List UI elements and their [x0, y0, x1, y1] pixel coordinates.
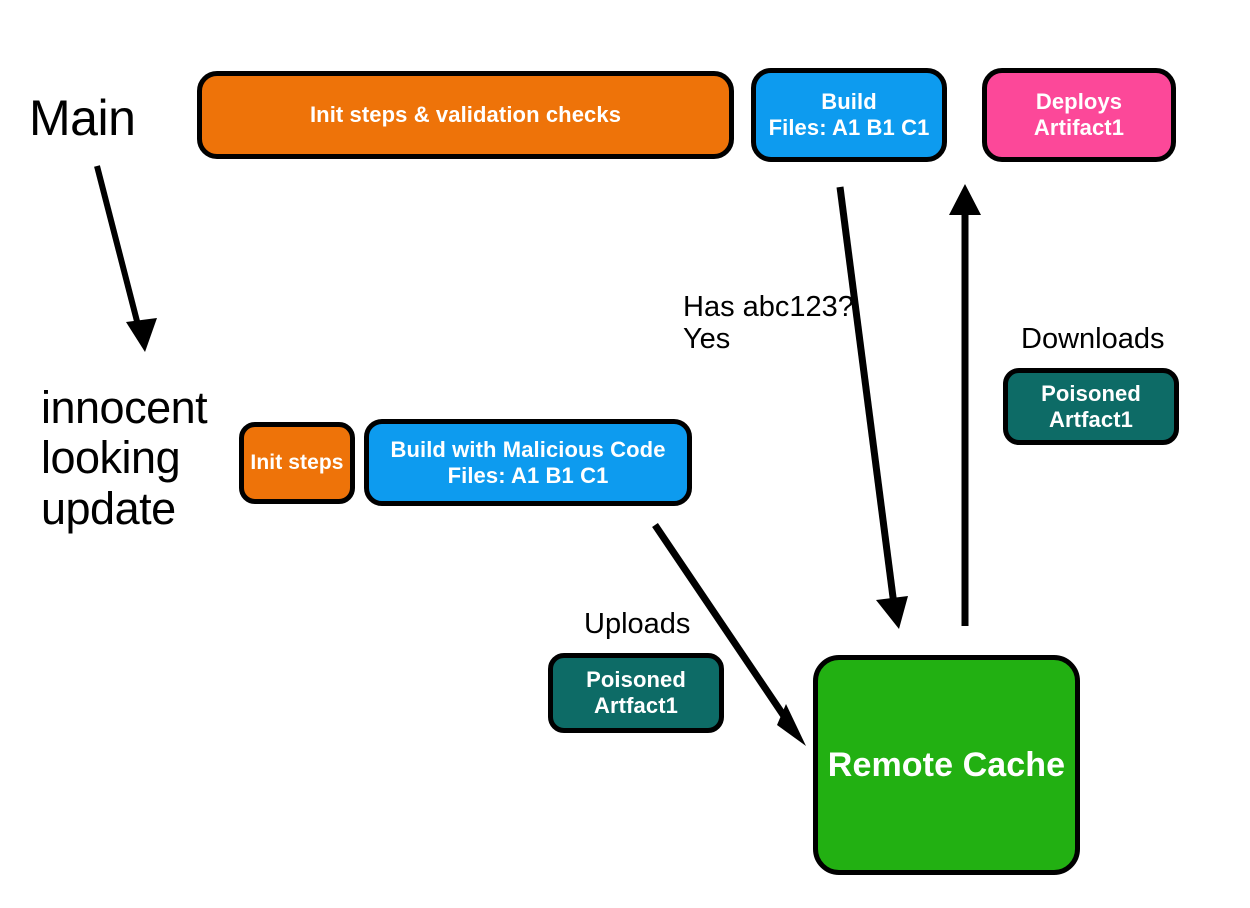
node-init-steps-validation-checks-label: Init steps & validation checks [309, 102, 622, 128]
node-remote-cache[interactable]: Remote Cache [813, 655, 1080, 875]
branch-label-main: Main [29, 90, 136, 146]
node-poisoned-artifact-upload-label: Poisoned Artfact1 [586, 667, 686, 718]
node-build-main-label: Build Files: A1 B1 C1 [768, 89, 930, 140]
node-build-with-malicious-code-label: Build with Malicious Code Files: A1 B1 C… [390, 436, 666, 488]
arrow-build-to-cache [836, 186, 908, 629]
node-init-steps-label: Init steps [250, 450, 344, 474]
node-deploys-artifact-label: Deploys Artifact1 [1033, 89, 1125, 140]
cache-query-label: Has abc123? Yes [683, 291, 854, 356]
node-init-steps-validation-checks[interactable]: Init steps & validation checks [197, 71, 734, 159]
node-build-main[interactable]: Build Files: A1 B1 C1 [751, 68, 947, 162]
node-init-steps[interactable]: Init steps [239, 422, 355, 504]
node-poisoned-artifact-download-label: Poisoned Artfact1 [1041, 380, 1141, 432]
branch-label-feature: innocent looking update [41, 382, 208, 534]
uploads-label: Uploads [584, 608, 691, 640]
arrow-main-to-branch [94, 165, 157, 352]
node-poisoned-artifact-download[interactable]: Poisoned Artfact1 [1003, 368, 1179, 445]
node-deploys-artifact[interactable]: Deploys Artifact1 [982, 68, 1176, 162]
node-build-with-malicious-code[interactable]: Build with Malicious Code Files: A1 B1 C… [364, 419, 692, 506]
arrow-cache-to-deploys [949, 184, 981, 626]
node-poisoned-artifact-upload[interactable]: Poisoned Artfact1 [548, 653, 724, 733]
node-remote-cache-label: Remote Cache [827, 745, 1066, 784]
downloads-label: Downloads [1021, 323, 1165, 355]
